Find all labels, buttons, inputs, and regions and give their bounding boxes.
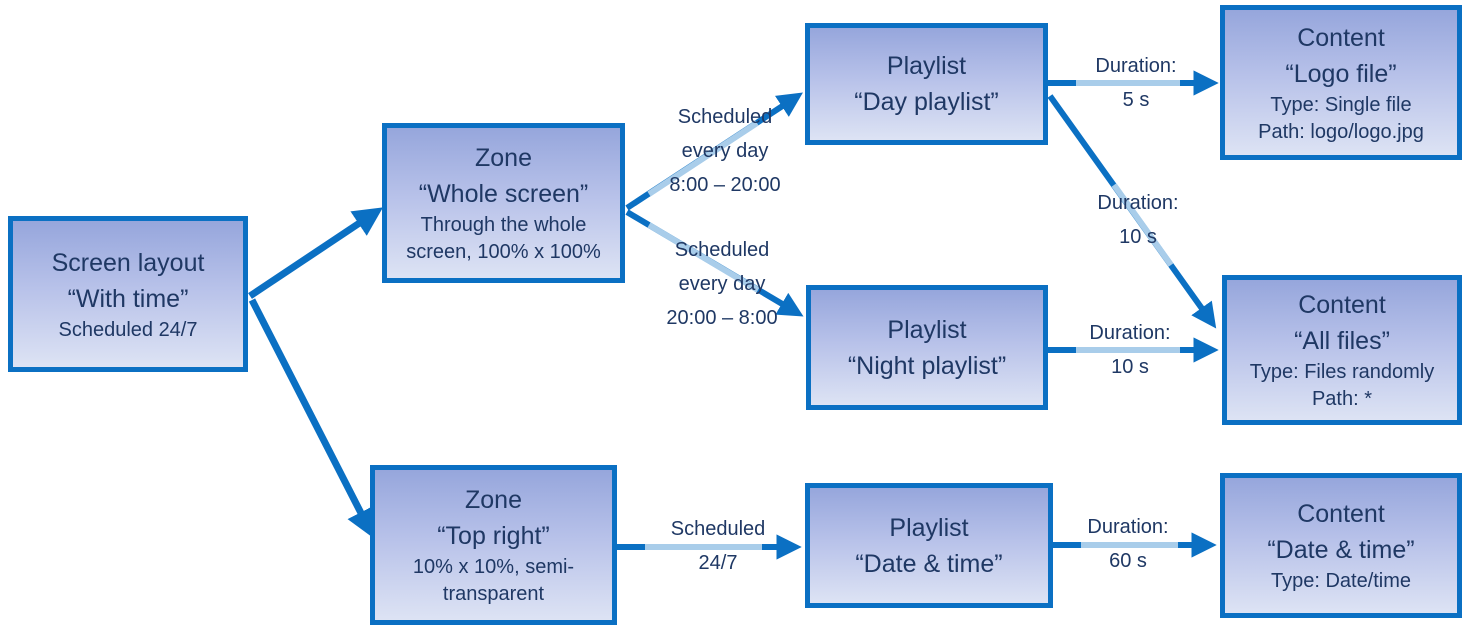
edge-label-line: Scheduled	[670, 518, 766, 540]
edge-label-scheduled-night: Scheduled every day 20:00 – 8:00	[666, 233, 777, 335]
edge-label-line: Scheduled	[677, 106, 773, 128]
node-content-logo: Content “Logo file” Type: Single file Pa…	[1220, 5, 1462, 160]
edge-label-line: Duration:	[1095, 55, 1177, 77]
node-screen-layout: Screen layout “With time” Scheduled 24/7	[8, 216, 248, 372]
node-name: “Top right”	[437, 522, 550, 550]
node-name: “Date & time”	[1267, 536, 1415, 564]
node-name: “Night playlist”	[847, 351, 1007, 380]
edge-label-duration-60s: Duration: 60 s	[1087, 510, 1168, 578]
node-title: Content	[1297, 23, 1385, 52]
edge-label-line: every day	[678, 273, 766, 295]
node-name: “Day playlist”	[854, 88, 999, 116]
edge-label-duration-5s: Duration: 5 s	[1095, 49, 1176, 117]
edge-label-line: 5 s	[1122, 89, 1150, 111]
arrow-day-to-all-files	[1047, 94, 1217, 329]
edge-label-line: Duration:	[1097, 192, 1179, 214]
node-name: “Date & time”	[855, 549, 1003, 578]
node-detail: Path: *	[1311, 388, 1373, 410]
edge-label-scheduled-day: Scheduled every day 8:00 – 20:00	[669, 100, 780, 202]
edge-label-line: Scheduled	[674, 239, 770, 261]
edge-label-line: 8:00 – 20:00	[669, 174, 781, 196]
node-name: “Whole screen”	[418, 180, 589, 208]
node-playlist-night: Playlist “Night playlist”	[806, 285, 1048, 410]
arrow-layout-to-whole-screen	[248, 207, 384, 299]
edge-label-line: every day	[681, 140, 769, 162]
node-detail: Type: Single file	[1270, 93, 1412, 116]
arrow-whole-screen-to-night-playlist	[625, 209, 804, 317]
arrow-whole-screen-to-day-playlist	[625, 92, 803, 211]
node-detail: Type: Files randomly	[1249, 361, 1435, 383]
node-detail: Scheduled 24/7	[58, 318, 198, 341]
node-title: Playlist	[887, 315, 967, 344]
node-playlist-datetime: Playlist “Date & time”	[805, 483, 1053, 608]
node-playlist-day: Playlist “Day playlist”	[805, 23, 1048, 145]
node-zone-whole-screen: Zone “Whole screen” Through the whole sc…	[382, 123, 625, 283]
edge-label-scheduled-247: Scheduled 24/7	[671, 512, 766, 580]
edge-label-duration-10s-day: Duration: 10 s	[1097, 186, 1178, 254]
node-title: Content	[1298, 291, 1386, 319]
edge-label-line: 60 s	[1109, 550, 1147, 572]
node-name: “Logo file”	[1285, 59, 1397, 88]
edge-label-line: 10 s	[1119, 226, 1157, 248]
arrow-layout-to-top-right	[248, 298, 375, 539]
node-title: Screen layout	[51, 248, 205, 277]
node-title: Playlist	[886, 52, 967, 80]
node-content-all-files: Content “All files” Type: Files randomly…	[1222, 275, 1462, 425]
node-title: Zone	[475, 144, 532, 172]
node-detail: 10% x 10%, semi-transparent	[412, 556, 575, 605]
node-detail: Path: logo/logo.jpg	[1258, 120, 1424, 143]
node-title: Zone	[465, 486, 522, 514]
node-title: Playlist	[889, 513, 969, 542]
edge-label-duration-10s-night: Duration: 10 s	[1089, 316, 1170, 384]
node-detail: Type: Date/time	[1270, 570, 1412, 592]
node-name: “With time”	[67, 284, 189, 313]
edge-label-line: Duration:	[1089, 322, 1171, 344]
edge-label-line: Duration:	[1087, 516, 1169, 538]
edge-label-line: 24/7	[698, 552, 738, 574]
node-content-datetime: Content “Date & time” Type: Date/time	[1220, 473, 1462, 618]
edge-label-line: 10 s	[1111, 356, 1149, 378]
edge-label-line: 20:00 – 8:00	[666, 307, 778, 329]
node-name: “All files”	[1294, 327, 1390, 355]
node-detail: Through the whole screen, 100% x 100%	[406, 214, 601, 263]
node-title: Content	[1297, 500, 1385, 528]
node-zone-top-right: Zone “Top right” 10% x 10%, semi-transpa…	[370, 465, 617, 625]
